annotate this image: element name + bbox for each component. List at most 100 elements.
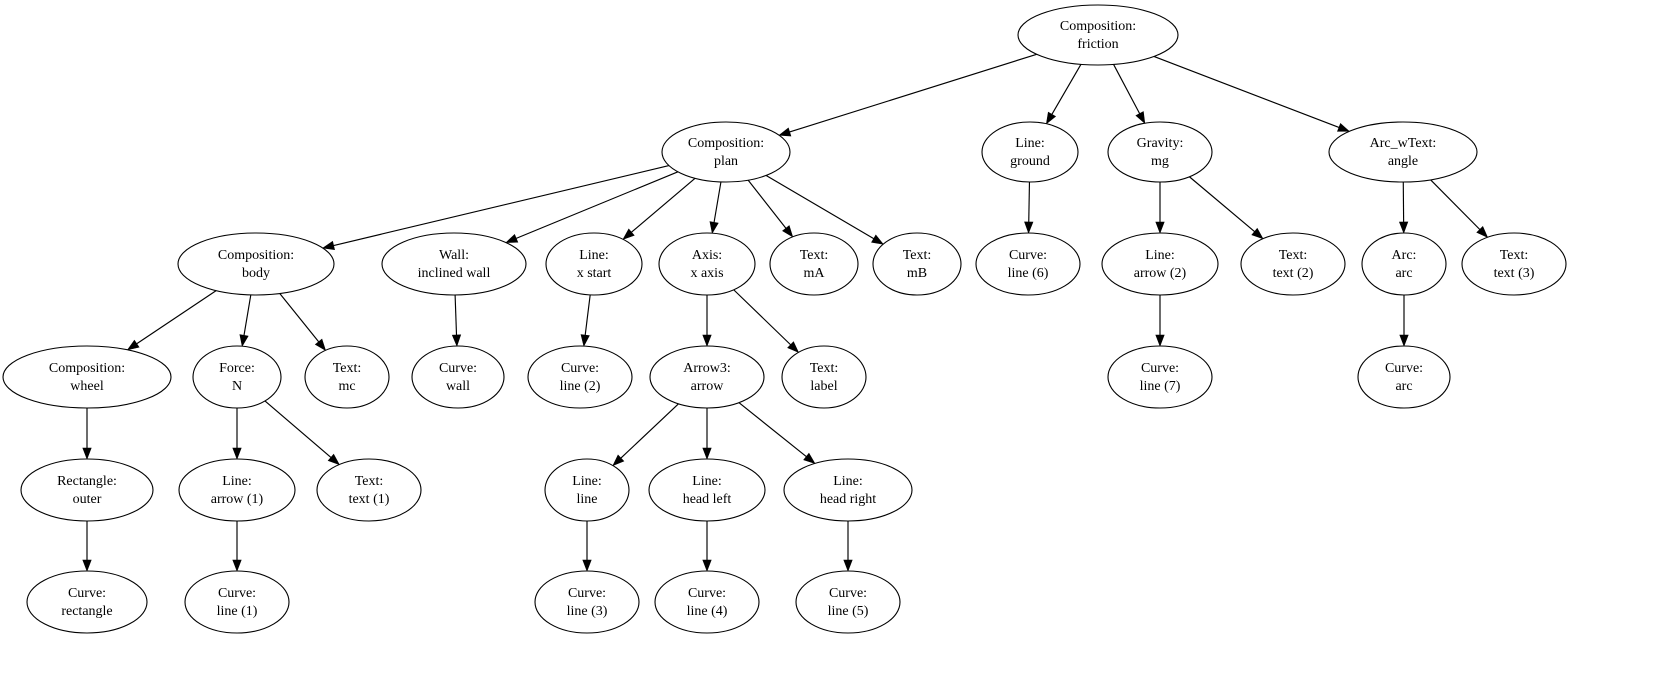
node-ellipse[interactable] bbox=[1328, 121, 1478, 183]
graph-node-arrow3[interactable]: Arrow3:arrow bbox=[649, 345, 765, 409]
node-ellipse[interactable] bbox=[649, 345, 765, 409]
graph-node-mA[interactable]: Text:mA bbox=[769, 232, 859, 296]
graph-node-line2[interactable]: Curve:line (2) bbox=[527, 345, 633, 409]
node-label-type: Arc: bbox=[1392, 248, 1417, 263]
edges-layer bbox=[82, 53, 1489, 572]
node-ellipse[interactable] bbox=[184, 570, 290, 634]
node-ellipse[interactable] bbox=[648, 458, 766, 522]
graph-node-head-right[interactable]: Line:head right bbox=[783, 458, 913, 522]
node-ellipse[interactable] bbox=[781, 345, 867, 409]
edge-plan-to-inclined-wall bbox=[505, 171, 679, 243]
node-ellipse[interactable] bbox=[534, 570, 640, 634]
node-ellipse[interactable] bbox=[20, 458, 154, 522]
node-ellipse[interactable] bbox=[544, 458, 630, 522]
node-ellipse[interactable] bbox=[661, 121, 791, 183]
edge-plan-to-x-start bbox=[622, 177, 696, 240]
node-ellipse[interactable] bbox=[2, 345, 172, 409]
node-ellipse[interactable] bbox=[545, 232, 643, 296]
arrowhead-icon bbox=[126, 339, 140, 351]
graph-node-body[interactable]: Composition:body bbox=[177, 232, 335, 296]
graph-node-text2[interactable]: Text:text (2) bbox=[1240, 232, 1346, 296]
graph-node-line7[interactable]: Curve:line (7) bbox=[1107, 345, 1213, 409]
node-label-name: text (3) bbox=[1494, 266, 1535, 281]
graph-node-mB[interactable]: Text:mB bbox=[872, 232, 962, 296]
graph-node-text3[interactable]: Text:text (3) bbox=[1461, 232, 1567, 296]
node-ellipse[interactable] bbox=[1017, 4, 1179, 66]
node-label-type: Line: bbox=[1015, 136, 1045, 151]
edge-friction-to-plan bbox=[778, 53, 1037, 137]
graph-node-x-start[interactable]: Line:x start bbox=[545, 232, 643, 296]
edge-body-to-N bbox=[239, 294, 252, 348]
node-ellipse[interactable] bbox=[783, 458, 913, 522]
graph-node-mc[interactable]: Text:mc bbox=[304, 345, 390, 409]
node-ellipse[interactable] bbox=[769, 232, 859, 296]
graph-node-line1[interactable]: Curve:line (1) bbox=[184, 570, 290, 634]
graph-node-label[interactable]: Text:label bbox=[781, 345, 867, 409]
node-ellipse[interactable] bbox=[975, 232, 1081, 296]
node-ellipse[interactable] bbox=[1461, 232, 1567, 296]
graph-node-mg[interactable]: Gravity:mg bbox=[1107, 121, 1213, 183]
graph-node-wheel[interactable]: Composition:wheel bbox=[2, 345, 172, 409]
node-ellipse[interactable] bbox=[177, 232, 335, 296]
graph-node-rectangle[interactable]: Curve:rectangle bbox=[26, 570, 148, 634]
node-ellipse[interactable] bbox=[654, 570, 760, 634]
node-label-name: line bbox=[577, 492, 598, 507]
node-label-name: angle bbox=[1388, 154, 1418, 169]
graph-node-arrow1[interactable]: Line:arrow (1) bbox=[178, 458, 296, 522]
node-label-name: arrow (1) bbox=[211, 492, 264, 507]
node-ellipse[interactable] bbox=[1107, 121, 1213, 183]
node-ellipse[interactable] bbox=[26, 570, 148, 634]
node-ellipse[interactable] bbox=[192, 345, 282, 409]
node-ellipse[interactable] bbox=[1107, 345, 1213, 409]
node-ellipse[interactable] bbox=[381, 232, 527, 296]
edge-angle-to-text3 bbox=[1430, 179, 1489, 238]
edge-friction-to-mg bbox=[1113, 64, 1146, 125]
node-label-type: Text: bbox=[800, 248, 829, 263]
node-label-name: mB bbox=[907, 266, 927, 281]
edge-line bbox=[515, 171, 679, 239]
graph-node-x-axis[interactable]: Axis:x axis bbox=[658, 232, 756, 296]
arrowhead-icon bbox=[778, 127, 792, 137]
node-ellipse[interactable] bbox=[658, 232, 756, 296]
graph-node-line[interactable]: Line:line bbox=[544, 458, 630, 522]
node-label-type: Arc_wText: bbox=[1370, 136, 1437, 151]
graph-node-N[interactable]: Force:N bbox=[192, 345, 282, 409]
graph-node-ground[interactable]: Line:ground bbox=[981, 121, 1079, 183]
graph-node-line3[interactable]: Curve:line (3) bbox=[534, 570, 640, 634]
graph-node-plan[interactable]: Composition:plan bbox=[661, 121, 791, 183]
node-ellipse[interactable] bbox=[178, 458, 296, 522]
graph-node-line6[interactable]: Curve:line (6) bbox=[975, 232, 1081, 296]
node-ellipse[interactable] bbox=[1361, 232, 1447, 296]
edge-line bbox=[631, 177, 696, 233]
edge-body-to-wheel bbox=[126, 290, 217, 351]
graph-node-head-left[interactable]: Line:head left bbox=[648, 458, 766, 522]
graph-node-outer[interactable]: Rectangle:outer bbox=[20, 458, 154, 522]
graph-node-angle[interactable]: Arc_wText:angle bbox=[1328, 121, 1478, 183]
node-ellipse[interactable] bbox=[527, 345, 633, 409]
arrowhead-icon bbox=[709, 221, 719, 235]
node-ellipse[interactable] bbox=[1357, 345, 1451, 409]
graph-node-arc2[interactable]: Curve:arc bbox=[1357, 345, 1451, 409]
node-label-type: Curve: bbox=[1141, 361, 1179, 376]
edge-line bbox=[1113, 64, 1141, 114]
node-ellipse[interactable] bbox=[411, 345, 505, 409]
node-ellipse[interactable] bbox=[795, 570, 901, 634]
edge-mg-to-arrow2 bbox=[1155, 182, 1165, 234]
node-ellipse[interactable] bbox=[316, 458, 422, 522]
node-ellipse[interactable] bbox=[872, 232, 962, 296]
edge-inclined-wall-to-wall bbox=[451, 294, 462, 347]
graph-node-friction[interactable]: Composition:friction bbox=[1017, 4, 1179, 66]
edge-arc-to-arc2 bbox=[1399, 295, 1409, 347]
graph-node-line5[interactable]: Curve:line (5) bbox=[795, 570, 901, 634]
graph-node-arc[interactable]: Arc:arc bbox=[1361, 232, 1447, 296]
node-label-type: Curve: bbox=[439, 361, 477, 376]
node-ellipse[interactable] bbox=[1101, 232, 1219, 296]
graph-node-wall[interactable]: Curve:wall bbox=[411, 345, 505, 409]
node-ellipse[interactable] bbox=[1240, 232, 1346, 296]
graph-node-inclined-wall[interactable]: Wall:inclined wall bbox=[381, 232, 527, 296]
graph-node-arrow2[interactable]: Line:arrow (2) bbox=[1101, 232, 1219, 296]
graph-node-line4[interactable]: Curve:line (4) bbox=[654, 570, 760, 634]
graph-node-text1[interactable]: Text:text (1) bbox=[316, 458, 422, 522]
node-ellipse[interactable] bbox=[981, 121, 1079, 183]
node-ellipse[interactable] bbox=[304, 345, 390, 409]
